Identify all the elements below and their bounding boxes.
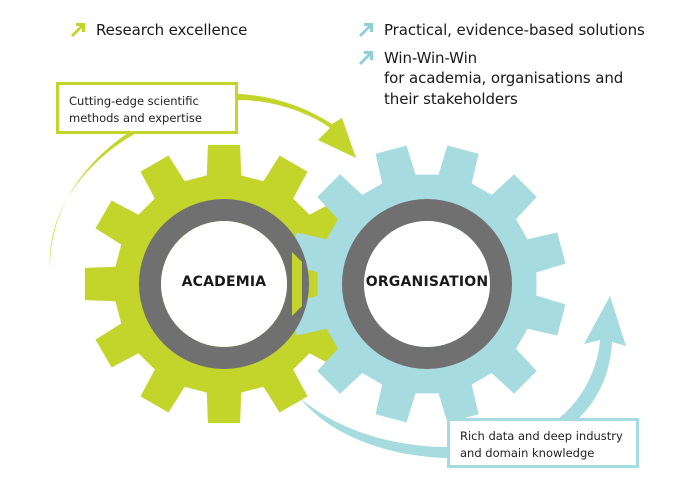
legend-practical: Practical, evidence-based solutions [356,20,645,40]
academia-center [161,221,287,347]
legend-practical-text: Practical, evidence-based solutions [384,21,645,39]
legend-winwin-title: Win-Win-Win [384,49,478,67]
arrow-up-right-icon [359,51,373,65]
callout-organisation-line1: Rich data and deep industry [460,429,623,443]
legend-winwin-sub1: for academia, organisations and [384,69,624,87]
callout-academia: Cutting-edge scientific methods and expe… [56,82,238,134]
arrow-up-right-icon [71,23,85,37]
callout-academia-line2: methods and expertise [69,111,202,125]
legend-winwin-text: Win-Win-Win for academia, organisations … [384,48,623,110]
callout-academia-line1: Cutting-edge scientific [69,94,199,108]
arrow-up-right-icon [359,23,373,37]
legend-winwin-sub2: their stakeholders [384,90,518,108]
organisation-center [364,221,490,347]
green-sweep-arrow [49,94,356,270]
legend-research: Research excellence [68,20,247,40]
legend-research-text: Research excellence [96,21,248,39]
legend-winwin: Win-Win-Win for academia, organisations … [356,48,623,110]
callout-organisation: Rich data and deep industry and domain k… [447,418,639,468]
callout-organisation-line2: and domain knowledge [460,446,595,460]
academia-label: ACADEMIA [181,274,267,290]
academia-ring-gap [292,252,302,316]
organisation-ring [342,199,512,369]
organisation-label: ORGANISATION [365,274,489,290]
